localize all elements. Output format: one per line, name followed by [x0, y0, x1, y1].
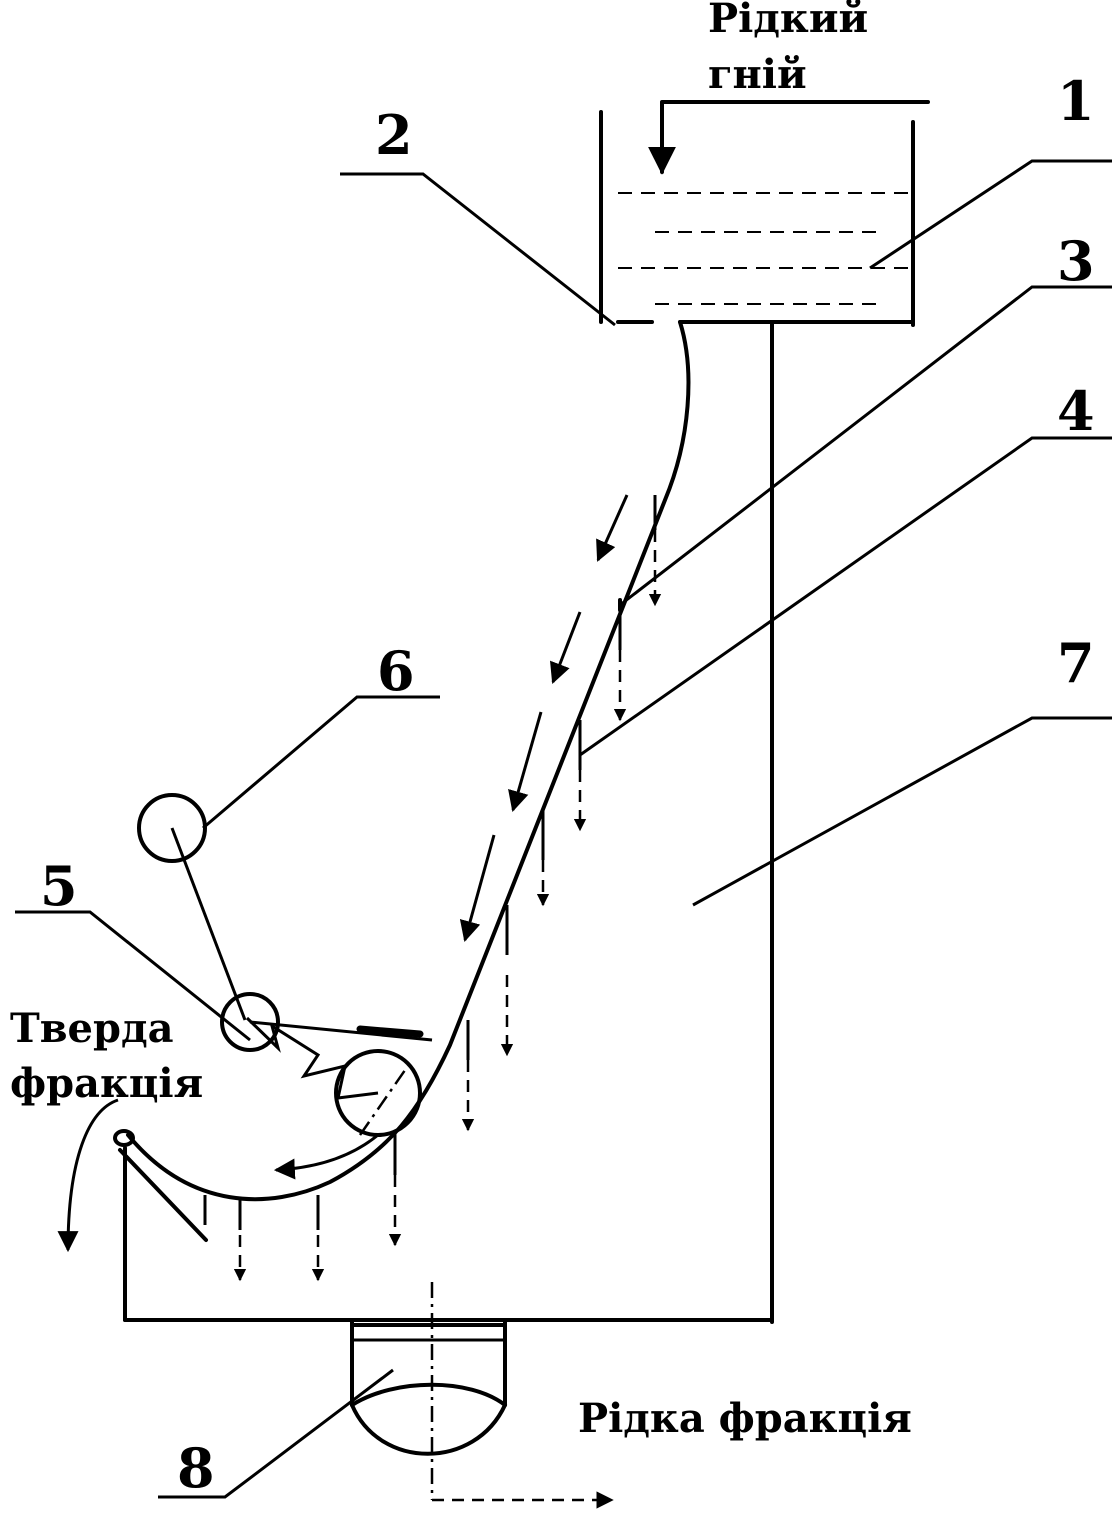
solid-fraction-label-line2: фракція: [10, 1060, 203, 1107]
callout-8: 8: [177, 1436, 215, 1500]
inlet-arrow: [648, 100, 930, 175]
callout-2: 2: [375, 103, 413, 167]
callout-leaders: [15, 159, 1112, 1499]
inlet-label-line2: гній: [708, 51, 807, 98]
solid-flow-arrow: [273, 1133, 379, 1180]
outlet-pump: [350, 1282, 614, 1509]
callout-7: 7: [1057, 631, 1095, 695]
inlet-label-line1: Рідкий: [708, 0, 868, 42]
labels: Рідкий гній Тверда фракція Рідка фракція…: [10, 0, 1095, 1500]
solid-fraction-label-line1: Тверда: [10, 1005, 174, 1052]
callout-4: 4: [1057, 379, 1095, 443]
callout-3: 3: [1057, 229, 1095, 293]
callout-5: 5: [40, 854, 78, 918]
callout-6: 6: [377, 639, 415, 703]
flow-arrows: [459, 494, 629, 943]
drum-assembly: [137, 793, 433, 1137]
callout-1: 1: [1057, 69, 1095, 133]
sieve-chute: [126, 320, 691, 1202]
liquid-fraction-label: Рідка фракція: [578, 1395, 912, 1442]
inlet-tank: [599, 110, 915, 327]
filtrate-drips: [203, 495, 662, 1282]
chute-tip: [113, 1129, 208, 1242]
solid-exit-arrow: [57, 1098, 119, 1253]
